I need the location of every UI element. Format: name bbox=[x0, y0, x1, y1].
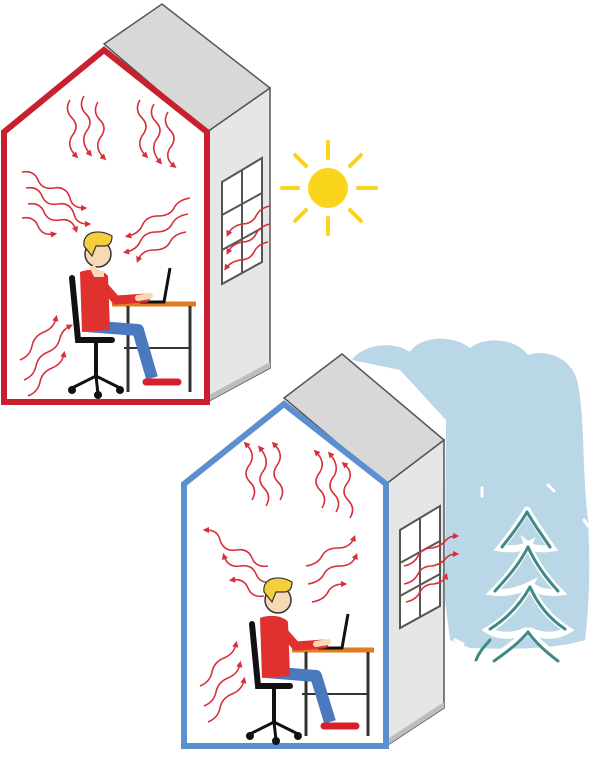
winter-cloud bbox=[352, 338, 590, 649]
top-house-front bbox=[1, 46, 210, 405]
bottom-house-front bbox=[181, 400, 389, 749]
bottom-house bbox=[181, 353, 446, 749]
sun-icon bbox=[280, 140, 378, 236]
bottom-house-person bbox=[246, 577, 374, 745]
top-house-heat-waves bbox=[19, 95, 271, 397]
bottom-house-window bbox=[399, 504, 441, 630]
bottom-house-heat-waves bbox=[199, 441, 460, 723]
top-house-person bbox=[68, 231, 196, 399]
winter-tree bbox=[453, 483, 590, 664]
